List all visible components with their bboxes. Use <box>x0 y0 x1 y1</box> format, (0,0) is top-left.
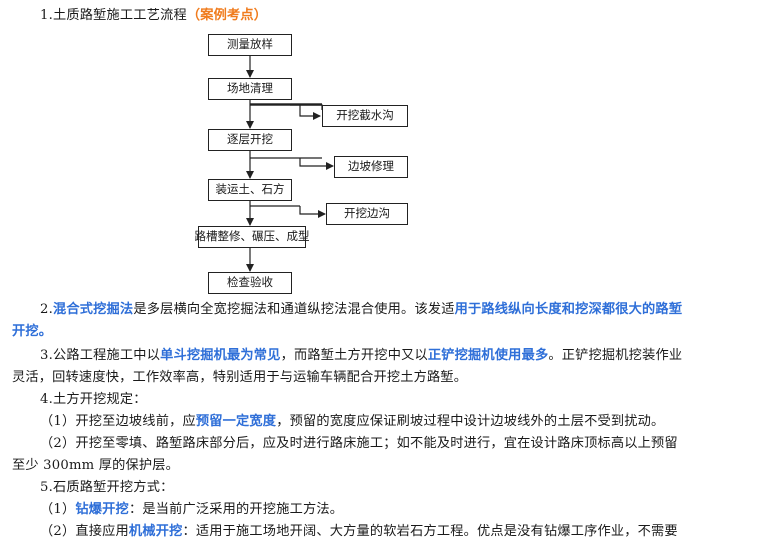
flow-step-survey: 测量放样 <box>208 34 292 56</box>
flow-side-intercept-ditch: 开挖截水沟 <box>322 105 408 127</box>
para-5-item-2-hl: 机械开挖 <box>128 524 183 539</box>
para-2-num: 2. <box>40 302 53 317</box>
para-5-title: 5.石质路堑开挖方式： <box>40 480 174 495</box>
para-2-text-1: 是多层横向全宽挖掘法和通道纵挖法混合使用。该发适 <box>133 302 455 317</box>
para-4-item-1: （1）开挖至边坡线前，应预留一定宽度，预留的宽度应保证刷坡过程中设计边坡线外的土… <box>40 412 664 432</box>
branch-1 <box>250 104 323 110</box>
para-3-line-1: 3.公路工程施工中以单斗挖掘机最为常见，而路堑土方开挖中又以正铲挖掘机使用最多。… <box>40 346 682 366</box>
para-5-item-1-b: ：是当前广泛采用的开挖施工方法。 <box>128 502 344 517</box>
para-2-line-1: 2.混合式挖掘法是多层横向全宽挖掘法和通道纵挖法混合使用。该发适用于路线纵向长度… <box>40 300 682 320</box>
para-4-item-2-line-2: 至少 300mm 厚的保护层。 <box>12 458 180 473</box>
para-2-hl-3: 开挖。 <box>12 324 53 339</box>
para-5-item-1-a: （1） <box>40 502 76 517</box>
flow-step-transport: 装运土、石方 <box>208 179 292 201</box>
flowchart-connectors <box>246 56 334 272</box>
para-4-item-1-b: ，预留的宽度应保证刷坡过程中设计边坡线外的土层不受到扰动。 <box>276 414 665 429</box>
heading-text: 1.土质路堑施工工艺流程 <box>40 8 187 23</box>
section-heading: 1.土质路堑施工工艺流程（案例考点） <box>40 6 267 26</box>
para-5-item-1: （1）钻爆开挖：是当前广泛采用的开挖施工方法。 <box>40 500 343 520</box>
para-2-hl-2: 用于路线纵向长度和挖深都很大的路堑 <box>454 302 683 317</box>
flow-step-site-clearing: 场地清理 <box>208 78 292 100</box>
para-5-item-2-a: （2）直接应用 <box>40 524 129 539</box>
para-2-hl-1: 混合式挖掘法 <box>52 302 134 317</box>
heading-highlight: （案例考点） <box>186 8 268 23</box>
para-4-title: 4.土方开挖规定： <box>40 392 147 407</box>
para-3-line-2: 灵活，回转速度快，工作效率高，特别适用于与运输车辆配合开挖土方路堑。 <box>12 370 468 385</box>
para-3-text-1: 3.公路工程施工中以 <box>40 348 161 363</box>
para-2-line-2: 开挖。 <box>12 322 52 342</box>
arrow-side-3 <box>299 206 326 218</box>
para-5-item-2: （2）直接应用机械开挖：适用于施工场地开阔、大方量的软岩石方工程。优点是没有钻爆… <box>40 522 678 542</box>
para-3-hl-2: 正铲挖掘机使用最多 <box>427 348 549 363</box>
para-3-text-3: 。正铲挖掘机挖装作业 <box>548 348 683 363</box>
para-4-item-1-hl: 预留一定宽度 <box>195 414 277 429</box>
para-3-hl-1: 单斗挖掘机最为常见 <box>160 348 281 363</box>
arrow-side-2 <box>299 158 334 170</box>
flow-step-trench-finishing: 路槽整修、碾压、成型 <box>195 226 310 248</box>
flow-step-layered-excavation: 逐层开挖 <box>208 129 292 151</box>
flow-side-side-ditch: 开挖边沟 <box>326 203 408 225</box>
arrow-side-1 <box>299 104 321 120</box>
para-4-item-2-line-1: （2）开挖至零填、路堑路床部分后，应及时进行路床施工；如不能及时进行，宜在设计路… <box>40 436 678 451</box>
para-4-item-1-a: （1）开挖至边坡线前，应 <box>40 414 196 429</box>
para-5-item-1-hl: 钻爆开挖 <box>75 502 129 517</box>
flow-side-slope-trimming: 边坡修理 <box>334 156 408 178</box>
para-5-item-2-b: ：适用于施工场地开阔、大方量的软岩石方工程。优点是没有钻爆工序作业，不需要 <box>182 524 678 539</box>
para-3-text-2: ，而路堑土方开挖中又以 <box>280 348 428 363</box>
flow-step-inspection: 检查验收 <box>208 272 292 294</box>
